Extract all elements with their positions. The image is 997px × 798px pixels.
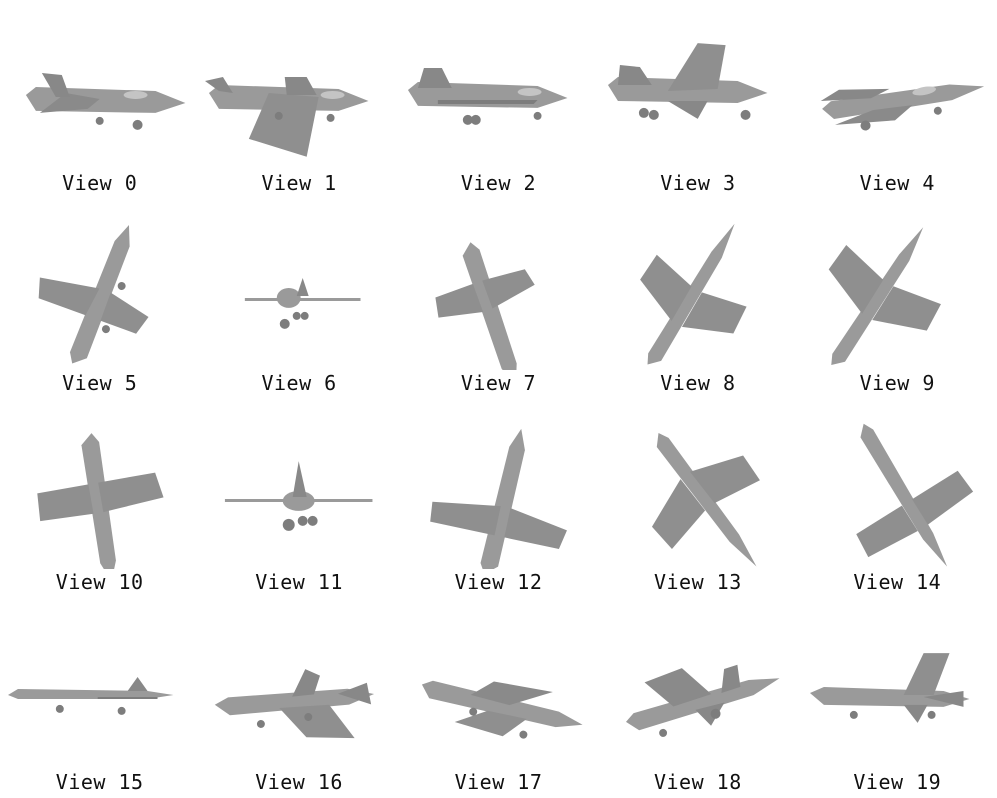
view-label-0: View 0 — [62, 171, 138, 195]
aircraft-render-19 — [809, 652, 970, 723]
view-cell-5: View 5 — [0, 200, 199, 400]
view-label-3: View 3 — [660, 171, 736, 195]
view-label-16: View 16 — [255, 769, 343, 794]
view-label-17: View 17 — [454, 769, 543, 794]
aircraft-render-8 — [640, 223, 747, 365]
view-cell-11: View 11 — [199, 399, 398, 599]
view-cell-3: View 3 — [598, 0, 797, 200]
aircraft-render-2 — [407, 68, 568, 125]
view-label-7: View 7 — [460, 370, 537, 395]
view-cell-12: View 12 — [399, 399, 598, 599]
aircraft-render-17 — [421, 680, 583, 739]
view-label-1: View 1 — [261, 171, 337, 195]
view-label-9: View 9 — [859, 370, 935, 395]
view-label-5: View 5 — [62, 370, 138, 395]
view-label-19: View 19 — [853, 769, 942, 794]
view-cell-17: View 17 — [399, 599, 598, 798]
view-cell-15: View 15 — [0, 599, 199, 798]
aircraft-render-3 — [608, 43, 768, 120]
view-cell-9: View 9 — [798, 200, 997, 400]
view-label-12: View 12 — [454, 570, 543, 594]
view-cell-18: View 18 — [598, 599, 797, 798]
view-cell-19: View 19 — [798, 599, 997, 798]
view-cell-13: View 13 — [598, 399, 797, 599]
aircraft-render-18 — [626, 664, 780, 737]
view-cell-14: View 14 — [798, 399, 997, 599]
view-label-2: View 2 — [460, 171, 537, 195]
view-label-14: View 14 — [853, 570, 942, 594]
view-cell-6: View 6 — [199, 200, 398, 400]
view-label-6: View 6 — [261, 370, 337, 395]
aircraft-render-10 — [37, 433, 164, 569]
view-label-11: View 11 — [255, 570, 343, 594]
view-label-10: View 10 — [55, 570, 144, 594]
view-cell-16: View 16 — [199, 599, 398, 798]
view-cell-4: View 4 — [798, 0, 997, 200]
aircraft-render-5 — [38, 224, 149, 363]
view-label-4: View 4 — [859, 171, 935, 195]
view-cell-0: View 0 — [0, 0, 199, 200]
view-label-8: View 8 — [660, 370, 736, 395]
aircraft-render-15 — [7, 676, 174, 715]
view-label-15: View 15 — [55, 769, 144, 794]
view-cell-8: View 8 — [598, 200, 797, 400]
aircraft-render-14 — [855, 423, 973, 567]
aircraft-render-1 — [205, 77, 369, 157]
view-cell-1: View 1 — [199, 0, 398, 200]
aircraft-render-16 — [215, 668, 375, 738]
aircraft-render-0 — [25, 73, 186, 130]
aircraft-render-7 — [435, 241, 535, 370]
view-label-18: View 18 — [653, 769, 742, 794]
aircraft-render-9 — [828, 226, 941, 365]
view-label-13: View 13 — [653, 570, 742, 594]
aircraft-render-4 — [820, 84, 984, 131]
aircraft-render-6 — [245, 277, 361, 329]
aircraft-render-13 — [652, 433, 761, 567]
view-cell-7: View 7 — [399, 200, 598, 400]
view-cell-2: View 2 — [399, 0, 598, 200]
aircraft-render-12 — [429, 428, 567, 569]
view-cell-10: View 10 — [0, 399, 199, 599]
aircraft-render-11 — [225, 461, 373, 531]
